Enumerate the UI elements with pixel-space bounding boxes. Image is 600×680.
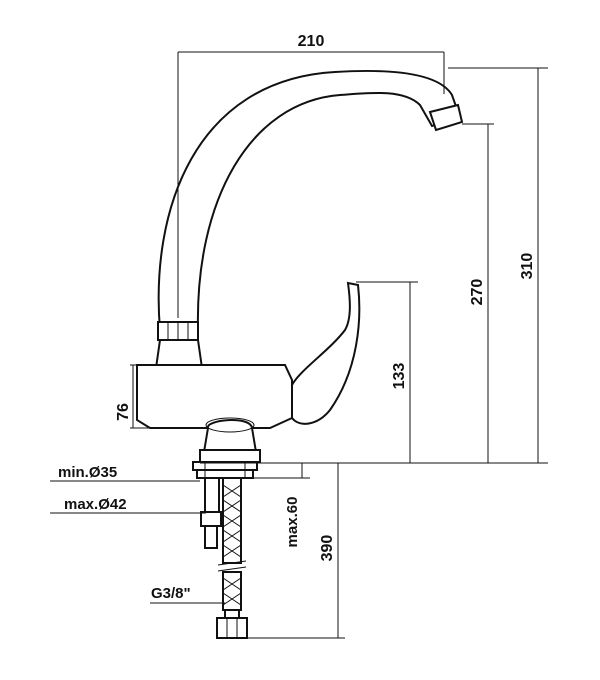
spout — [157, 69, 462, 331]
main-body — [136, 364, 293, 429]
base-neck — [202, 419, 258, 453]
dim-270: 270 — [469, 279, 486, 306]
dim-76: 76 — [115, 403, 132, 421]
dim-min-35: min.Ø35 — [58, 464, 117, 481]
dim-210: 210 — [298, 33, 325, 50]
dim-390: 390 — [319, 535, 336, 562]
swivel-collar — [154, 339, 204, 369]
dim-310: 310 — [519, 253, 536, 280]
dim-max-42: max.Ø42 — [64, 496, 127, 513]
threaded-stud — [204, 477, 220, 513]
faucet-outline — [136, 69, 464, 479]
dimension-lines — [50, 51, 548, 639]
hose-assembly — [200, 477, 248, 639]
dim-g38: G3/8" — [151, 585, 191, 602]
lever-handle — [291, 281, 361, 425]
dim-133: 133 — [391, 363, 408, 390]
hose-end-nut — [216, 617, 248, 639]
dimension-labels: 210 310 270 133 76 min.Ø35 max.Ø42 max.6… — [58, 33, 536, 602]
dim-max-60: max.60 — [284, 497, 301, 548]
base-plate — [199, 449, 261, 463]
spout-aerator — [428, 103, 464, 132]
